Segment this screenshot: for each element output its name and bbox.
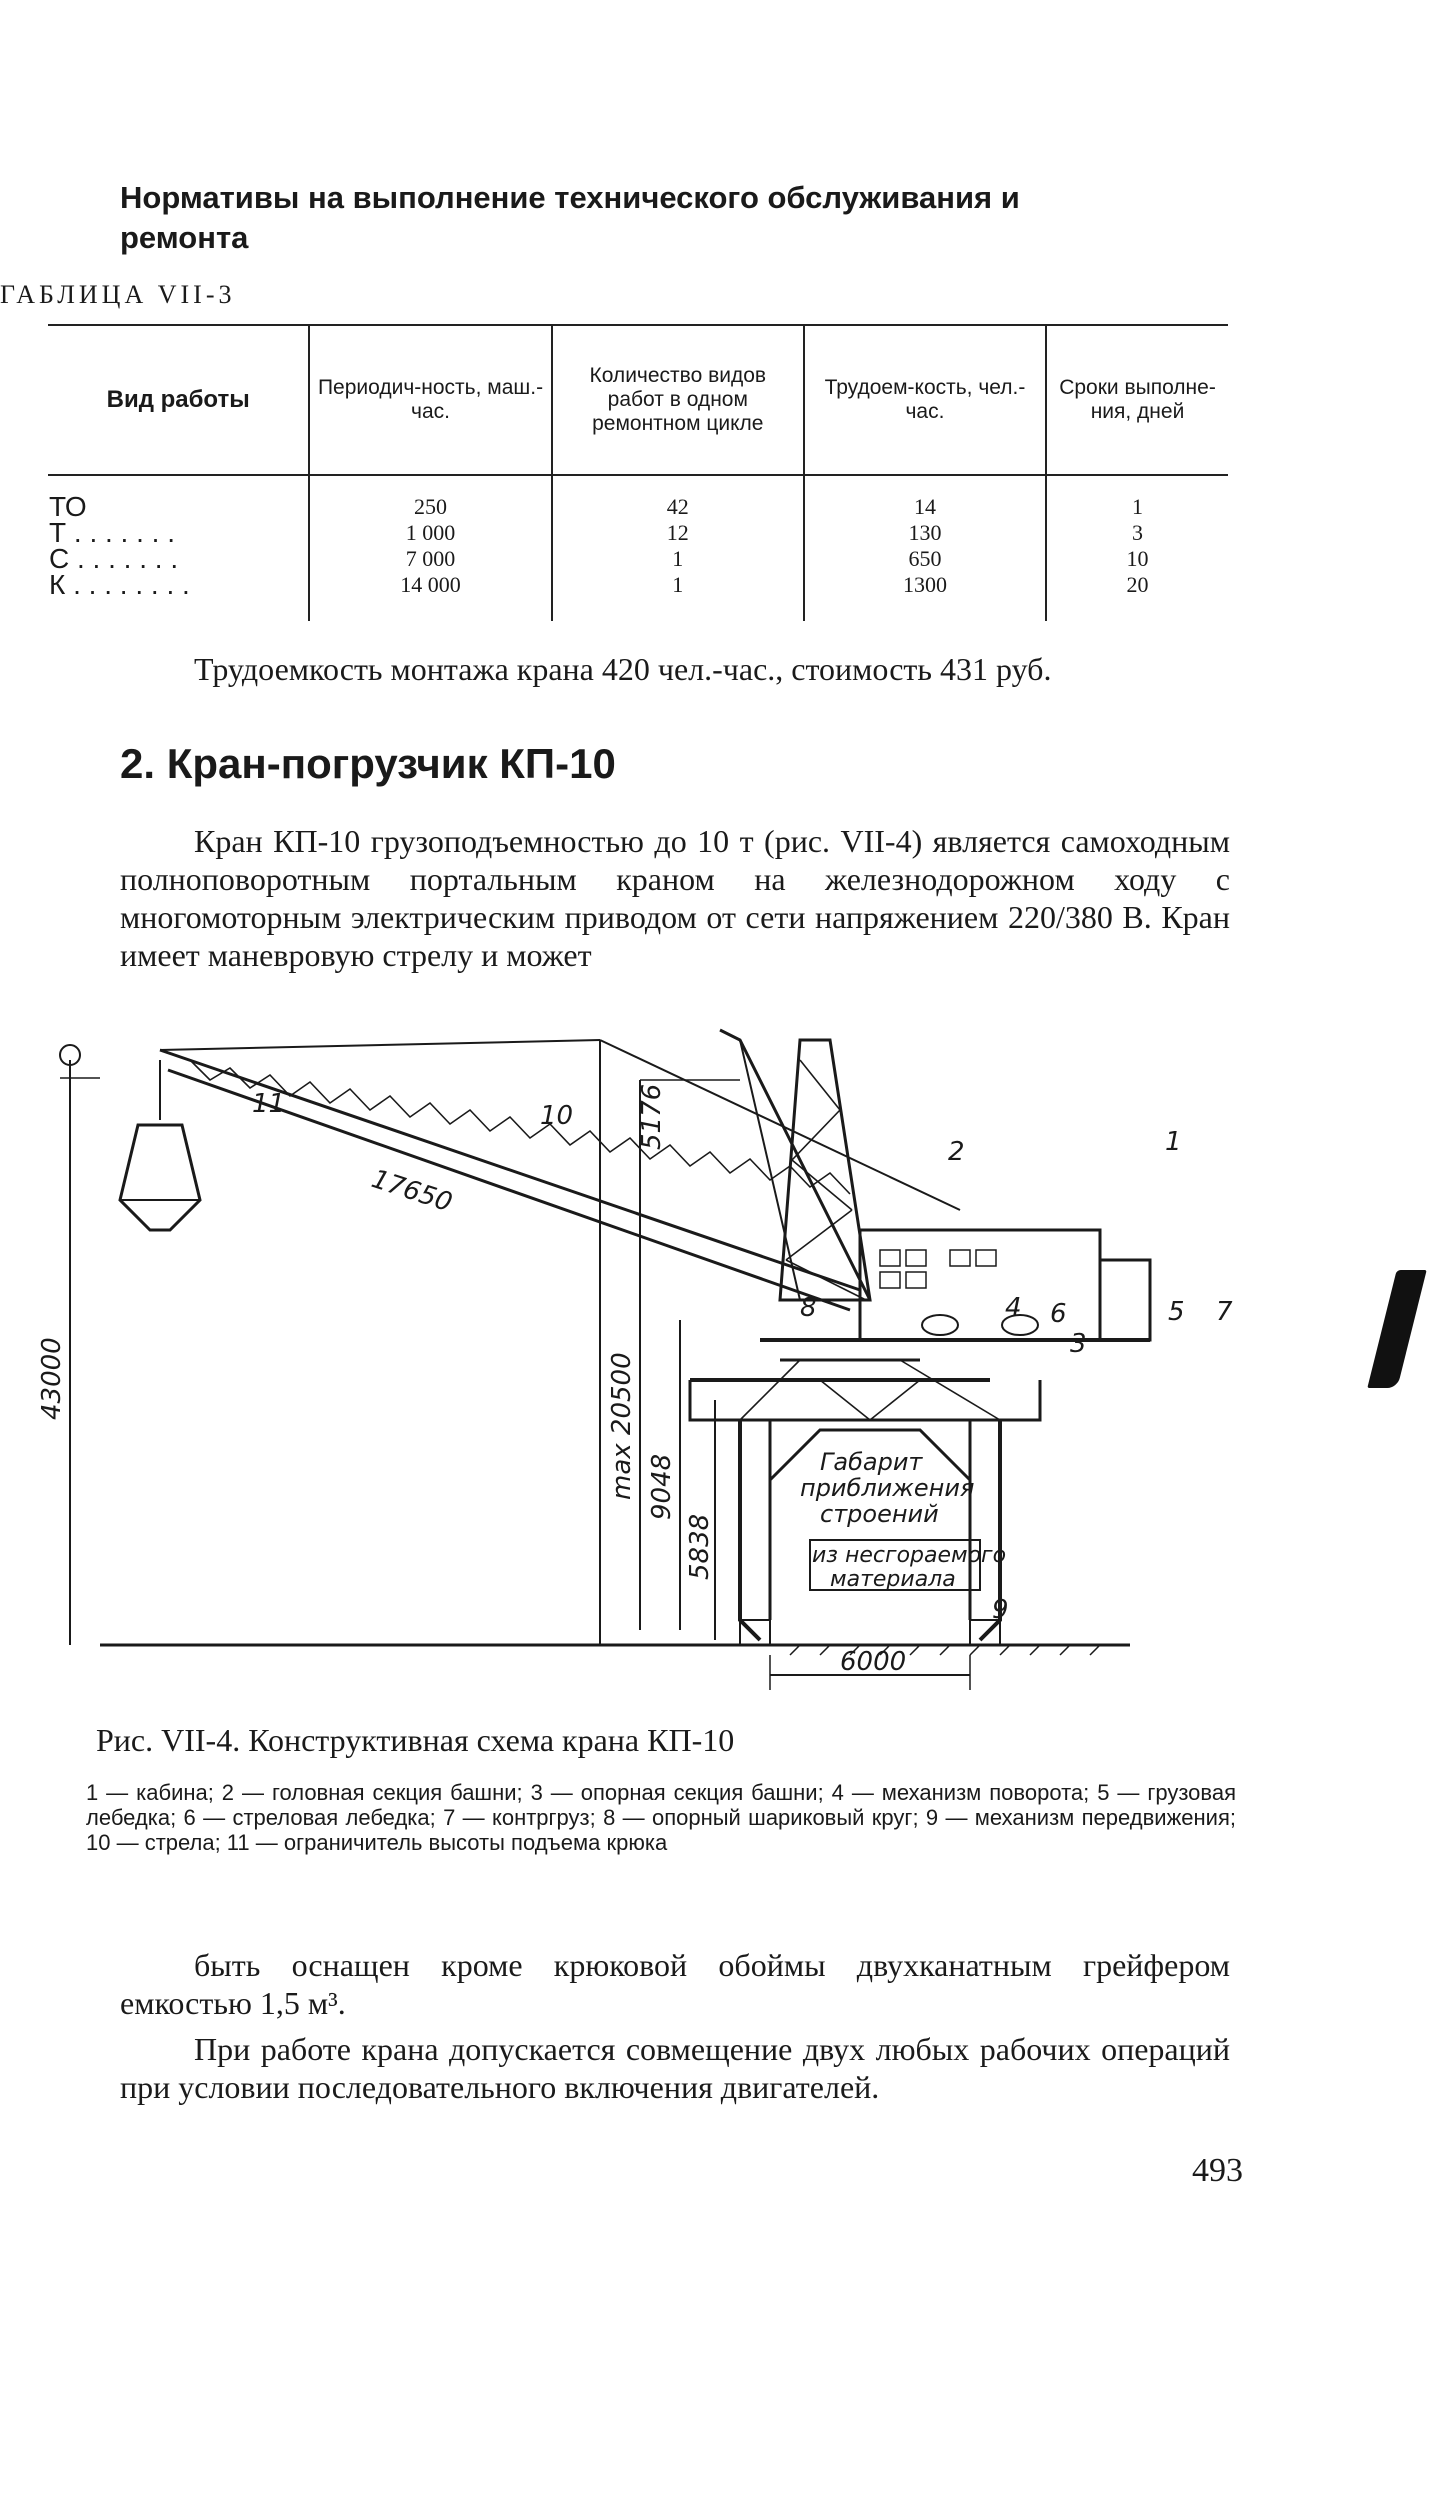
days-cell: 1 3 10 20 bbox=[1045, 475, 1228, 621]
crane-diagram: 17650 5176 max 20500 9048 5838 43000 600… bbox=[40, 1028, 1233, 1690]
part-number-7: 7 bbox=[1216, 1297, 1233, 1327]
table-body-row: ТО Т . . . . . . . С . . . . . . . К . .… bbox=[48, 475, 1228, 621]
dimension-6000: 6000 bbox=[840, 1647, 906, 1677]
table-cell: 3 bbox=[1132, 520, 1143, 545]
table-cell: 1 bbox=[672, 546, 684, 571]
table-cell: Т . . . . . . . bbox=[49, 517, 176, 548]
dimension-17650: 17650 bbox=[368, 1164, 456, 1218]
table-cell: 650 bbox=[908, 546, 942, 571]
table-cell: 1 bbox=[1132, 494, 1143, 519]
table-cell: 42 bbox=[666, 494, 689, 519]
table-cell: С . . . . . . . bbox=[49, 543, 179, 574]
clearance-label: материала bbox=[830, 1567, 956, 1592]
periodicity-cell: 250 1 000 7 000 14 000 bbox=[308, 475, 552, 621]
table-cell: 250 bbox=[414, 494, 448, 519]
norms-table: Вид работы Периодич-ность, маш.-час. Кол… bbox=[48, 324, 1228, 621]
part-number-8: 8 bbox=[800, 1293, 817, 1323]
paragraph: Кран КП-10 грузоподъемностью до 10 т (ри… bbox=[120, 823, 1230, 973]
part-number-5: 5 bbox=[1168, 1297, 1185, 1327]
labor-cell: 14 130 650 1300 bbox=[802, 475, 1047, 621]
table-cell: К . . . . . . . . bbox=[49, 569, 190, 600]
count-cell: 42 12 1 1 bbox=[550, 475, 804, 621]
figure-caption: Рис. VII-4. Конструктивная схема крана К… bbox=[96, 1722, 735, 1758]
header-labor: Трудоем-кость, чел.-час. bbox=[802, 324, 1047, 476]
part-number-10: 10 bbox=[540, 1101, 573, 1131]
part-number-1: 1 bbox=[1165, 1127, 1182, 1157]
clearance-label: строений bbox=[820, 1500, 939, 1528]
table-cell: 1 000 bbox=[405, 520, 456, 545]
table-cell: 130 bbox=[908, 520, 942, 545]
clearance-label: из несгораемого bbox=[812, 1543, 1006, 1568]
dimension-9048: 9048 bbox=[647, 1454, 677, 1520]
header-work-type: Вид работы bbox=[48, 324, 310, 476]
part-number-11: 11 bbox=[252, 1089, 285, 1119]
header-days: Сроки выполне-ния, дней bbox=[1045, 324, 1228, 476]
clearance-label: приближения bbox=[800, 1474, 974, 1502]
part-number-6: 6 bbox=[1050, 1299, 1067, 1329]
table-cell: 7 000 bbox=[405, 546, 456, 571]
table-cell: 14 bbox=[913, 494, 936, 519]
header-periodicity: Периодич-ность, маш.-час. bbox=[308, 324, 552, 476]
figure-legend: 1 — кабина; 2 — головная секция башни; 3… bbox=[86, 1780, 1236, 1855]
table-cell: ТО bbox=[49, 491, 87, 522]
header-count: Количество видов работ в одном ремонтном… bbox=[550, 324, 804, 476]
dimension-5838: 5838 bbox=[685, 1514, 715, 1580]
table-header-row: Вид работы Периодич-ность, маш.-час. Кол… bbox=[48, 324, 1228, 476]
table-cell: 20 bbox=[1126, 572, 1149, 597]
part-number-4: 4 bbox=[1005, 1293, 1022, 1323]
table-label: ГАБЛИЦА VII-3 bbox=[0, 280, 236, 309]
part-number-9: 9 bbox=[992, 1595, 1009, 1625]
work-type-cell: ТО Т . . . . . . . С . . . . . . . К . .… bbox=[48, 475, 309, 621]
dimension-43000: 43000 bbox=[40, 1337, 67, 1420]
assembly-note: Трудоемкость монтажа крана 420 чел.-час.… bbox=[194, 651, 1052, 687]
table-cell: 12 bbox=[666, 520, 689, 545]
table-cell: 14 000 bbox=[400, 572, 461, 597]
table-cell: 1300 bbox=[902, 572, 947, 597]
clearance-label: Габарит bbox=[820, 1448, 923, 1476]
part-number-3: 3 bbox=[1070, 1329, 1087, 1359]
paragraph: быть оснащен кроме крюковой обоймы двухк… bbox=[120, 1947, 1230, 2021]
paragraph: При работе крана допускается совмещение … bbox=[120, 2031, 1230, 2105]
section-title: 2. Кран-погрузчик КП-10 bbox=[120, 740, 616, 787]
dimension-max-20500: max 20500 bbox=[607, 1352, 637, 1500]
part-number-2: 2 bbox=[948, 1137, 965, 1167]
table-cell: 1 bbox=[672, 572, 684, 597]
margin-mark bbox=[1367, 1270, 1427, 1388]
table-cell: 10 bbox=[1126, 546, 1149, 571]
page-number: 493 bbox=[1192, 2152, 1243, 2189]
table-heading: Нормативы на выполнение технического обс… bbox=[120, 180, 1020, 255]
dimension-5176: 5176 bbox=[637, 1084, 667, 1150]
